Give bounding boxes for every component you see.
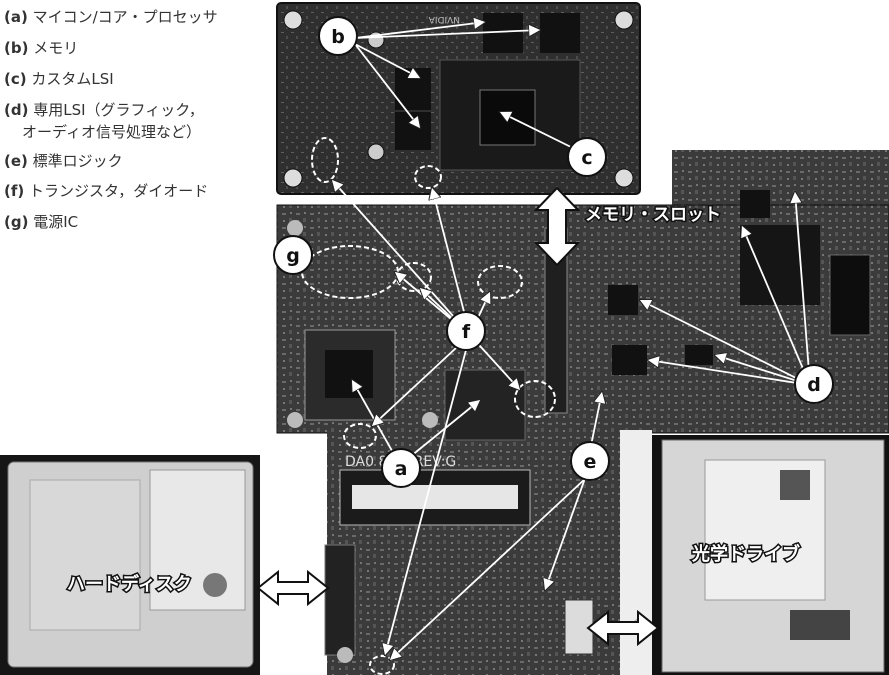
callout-e: e — [571, 442, 609, 480]
lsi-chip — [608, 285, 638, 315]
callout-f: f — [447, 312, 485, 350]
callout-b: b — [319, 17, 357, 55]
hard-disk-label: ハードディスク — [67, 573, 192, 595]
lsi-chip — [612, 345, 647, 375]
svg-text:a: a — [395, 458, 408, 480]
gpu-memory-chip — [540, 13, 580, 53]
svg-text:f: f — [462, 321, 471, 343]
lsi-chip — [685, 345, 713, 365]
callout-c: c — [568, 138, 606, 176]
optical-drive-label: 光学ドライブ — [691, 543, 800, 565]
cpu-chip — [325, 350, 373, 398]
connector — [325, 545, 355, 655]
callout-d: d — [795, 365, 833, 403]
lsi-chip — [740, 190, 770, 218]
svg-text:b: b — [331, 26, 345, 48]
hard-disk-photo — [0, 455, 260, 675]
lsi-chip — [740, 225, 820, 305]
svg-text:c: c — [581, 147, 592, 169]
gpu-brand-text: NVIDIA — [428, 14, 460, 24]
callout-a: a — [382, 449, 420, 487]
memory-slot-label: メモリ・スロット — [585, 205, 721, 225]
callout-g: g — [274, 236, 312, 274]
svg-text:d: d — [807, 374, 821, 396]
connector — [830, 255, 870, 335]
svg-text:g: g — [286, 245, 300, 267]
gpu-die — [480, 90, 535, 145]
svg-text:e: e — [584, 451, 597, 473]
hdd-link-arrow — [258, 572, 328, 604]
sodimm-contacts — [352, 485, 518, 509]
